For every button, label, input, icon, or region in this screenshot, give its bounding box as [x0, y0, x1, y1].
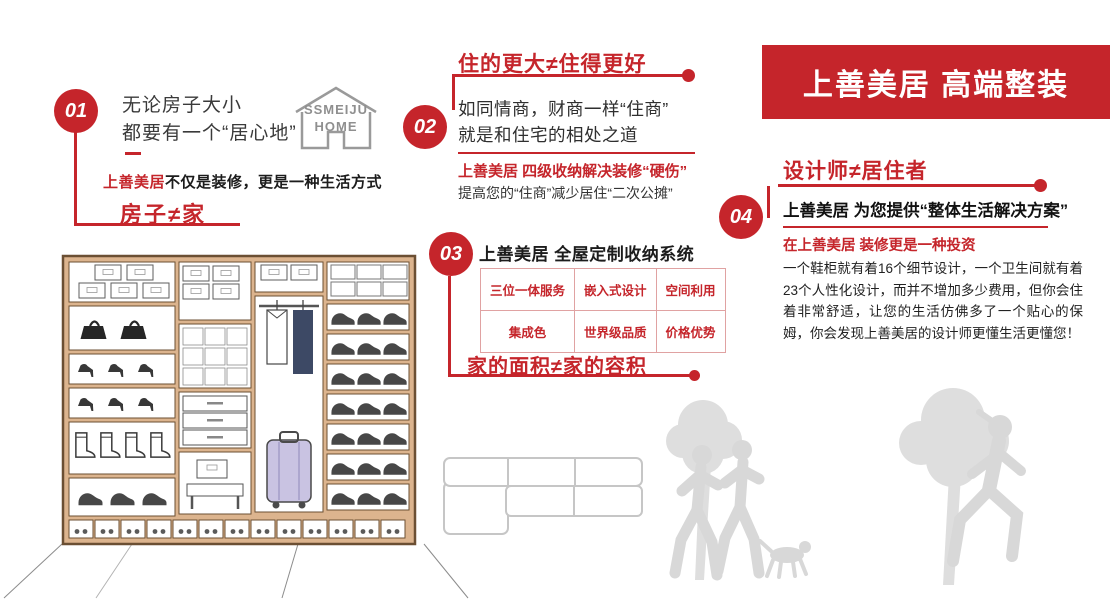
feature-cell: 嵌入式设计: [574, 268, 657, 311]
silhouette-scene: [666, 388, 1026, 585]
point-01-heading: 无论房子大小 都要有一个“居心地”: [122, 92, 297, 147]
feature-cell: 世界级品质: [574, 310, 657, 353]
point-04-header: 设计师≠居住者: [783, 160, 928, 183]
point-02-badge: 02: [403, 105, 447, 149]
point-01-slogan-rest: 不仅是装修，更是一种生活方式: [165, 174, 383, 191]
child-silhouette-1: [669, 461, 724, 581]
table-row: 集成色 世界级品质 价格优势: [479, 310, 726, 353]
point-04-invest-note: 在上善美居 装修更是一种投资: [783, 238, 976, 254]
child-1-head: [692, 445, 712, 465]
point-03-feature-table: 三位一体服务 嵌入式设计 空间利用 集成色 世界级品质 价格优势: [479, 268, 726, 353]
point-03-end-dot: [689, 370, 700, 381]
feature-cell: 集成色: [479, 310, 576, 353]
point-01-connector-horizontal: [74, 223, 240, 226]
logo-name-top: SSMEIJU: [303, 102, 369, 117]
point-04-paragraph: 一个鞋柜就有着16个细节设计，一个卫生间就有着23个人性化设计，而并不增加多少费…: [783, 261, 1083, 341]
point-01-slogan-brand: 上善美居: [103, 174, 166, 191]
runner-silhouette: [947, 409, 1026, 567]
hanging-clothes-section: [254, 295, 324, 513]
point-04-connector: [767, 186, 770, 218]
point-01-slogan: 上善美居不仅是装修，更是一种生活方式: [103, 171, 382, 192]
point-01-connector-vertical: [74, 131, 77, 225]
point-02-header-underline: [452, 74, 688, 77]
dog-silhouette: [758, 539, 811, 579]
point-03-connector-horizontal: [448, 374, 694, 377]
point-02-divider: [458, 152, 695, 154]
feature-cell: 价格优势: [655, 310, 726, 353]
handbag-shelf: [68, 305, 176, 351]
point-02-end-dot: [682, 69, 695, 82]
point-03-tagline: 家的面积≠家的容积: [467, 356, 647, 378]
point-04-header-underline: [778, 184, 1040, 187]
point-04-badge: 04: [719, 195, 763, 239]
point-01-heading-line2: 都要有一个“居心地”: [122, 122, 297, 144]
sofa-illustration: [443, 457, 643, 535]
point-02-body-line2: 就是和住宅的相处之道: [458, 125, 638, 146]
storage-box-shelf: [68, 261, 176, 303]
child-silhouette-2: [712, 456, 765, 579]
hanging-top-boxes: [254, 261, 324, 293]
feature-cell: 三位一体服务: [479, 268, 576, 311]
table-row: 三位一体服务 嵌入式设计 空间利用: [479, 268, 726, 311]
box-stack: [178, 261, 252, 321]
shoe-shelves-right: [326, 303, 410, 511]
point-03-connector-vertical: [448, 276, 451, 377]
shoes-shelf-left: [68, 477, 176, 517]
point-03-title: 上善美居 全屋定制收纳系统: [479, 245, 695, 264]
point-04-end-dot: [1034, 179, 1047, 192]
point-02-header: 住的更大≠住得更好: [458, 53, 647, 76]
heels-shelf: [68, 353, 176, 419]
child-2-head: [732, 440, 752, 460]
small-bins: [178, 323, 252, 389]
point-02-note: 提高您的“住商”减少居住“二次公摊”: [458, 185, 673, 201]
point-04-divider: [783, 226, 1048, 228]
wardrobe-illustration: [61, 254, 417, 546]
point-01-dash: [125, 152, 141, 155]
drawer-stack: [178, 391, 252, 449]
point-04-subtitle: 上善美居 为您提供“整体生活解决方案”: [783, 202, 1069, 220]
point-02-body-line1: 如同情商，财商一样“住商”: [458, 99, 669, 119]
feature-cell: 空间利用: [655, 268, 726, 311]
point-01-tagline: 房子≠家: [120, 202, 207, 227]
suit-icon: [293, 310, 313, 374]
shirt-icon: [266, 309, 288, 365]
point-03-badge: 03: [429, 232, 473, 276]
point-01-heading-line1: 无论房子大小: [122, 95, 243, 116]
tree-silhouette-right: [899, 388, 1009, 585]
bottom-cubby-row: [68, 519, 406, 539]
bench-compartment: [178, 451, 252, 515]
point-02-body: 如同情商，财商一样“住商” 就是和住宅的相处之道: [458, 96, 669, 149]
floor-perspective-lines: [3, 543, 469, 599]
suitcase-icon: [266, 431, 312, 509]
shoebox-shelf: [326, 261, 410, 301]
boots-shelf: [68, 421, 176, 475]
brand-banner: 上善美居 高端整装: [762, 45, 1110, 119]
brand-logo: SSMEIJU HOME: [288, 82, 384, 154]
point-02-connector: [452, 74, 455, 110]
point-01-badge: 01: [54, 89, 98, 133]
banner-title: 上善美居 高端整装: [802, 69, 1070, 102]
point-02-highlight: 上善美居 四级收纳解决装修“硬伤”: [458, 163, 688, 180]
logo-name-bottom: HOME: [314, 118, 358, 134]
house-icon: [295, 86, 377, 150]
